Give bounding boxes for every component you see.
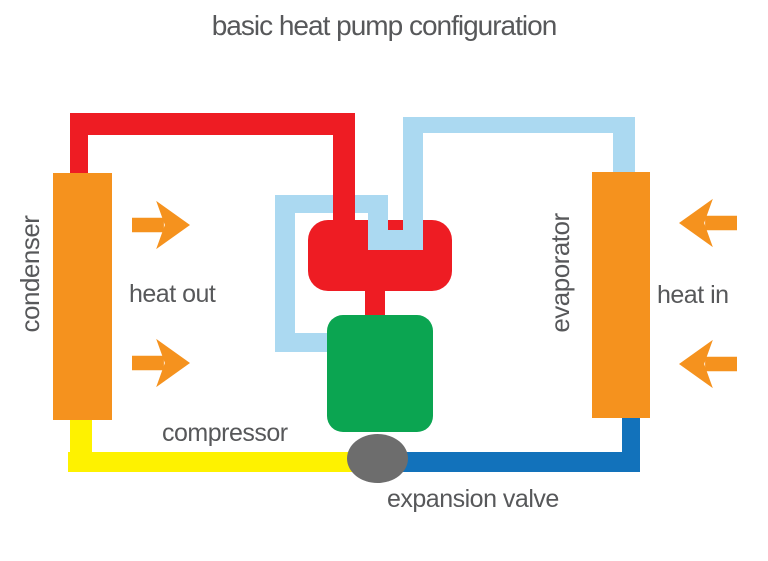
liquid-pipe-yellow-run xyxy=(68,452,380,472)
suction-pipe-hook-run xyxy=(368,230,423,250)
suction-pipe-left-run xyxy=(275,195,388,213)
liquid-pipe-blue-riser xyxy=(622,414,640,472)
heat-in-label: heat in xyxy=(657,281,729,309)
heat-out-arrow-icon xyxy=(132,338,190,388)
expansion-valve-block xyxy=(347,434,408,483)
suction-pipe-evaporator-riser xyxy=(613,117,635,175)
condenser-label: condenser xyxy=(15,215,45,333)
suction-pipe-left-drop xyxy=(275,195,295,352)
heat-out-arrow-icon xyxy=(132,200,190,250)
evaporator-block xyxy=(592,172,650,418)
compressor-manifold-stub xyxy=(365,285,385,317)
liquid-pipe-blue-run xyxy=(378,452,640,472)
page-title: basic heat pump configuration xyxy=(211,10,558,41)
heat-in-arrow-icon xyxy=(679,198,737,248)
evaporator-label: evaporator xyxy=(545,213,575,333)
suction-pipe-center-drop xyxy=(403,117,423,250)
expansion-valve-label: expansion valve xyxy=(387,485,559,513)
condenser-block xyxy=(53,173,112,420)
discharge-pipe-top-run xyxy=(70,113,355,135)
compressor-block xyxy=(327,315,433,432)
compressor-label: compressor xyxy=(162,419,288,447)
heat-in-arrow-icon xyxy=(679,339,737,389)
discharge-pipe-center-drop xyxy=(333,113,355,225)
heat-out-label: heat out xyxy=(129,280,216,308)
suction-pipe-top-run xyxy=(403,117,635,133)
suction-pipe-compressor-inlet xyxy=(275,333,337,352)
